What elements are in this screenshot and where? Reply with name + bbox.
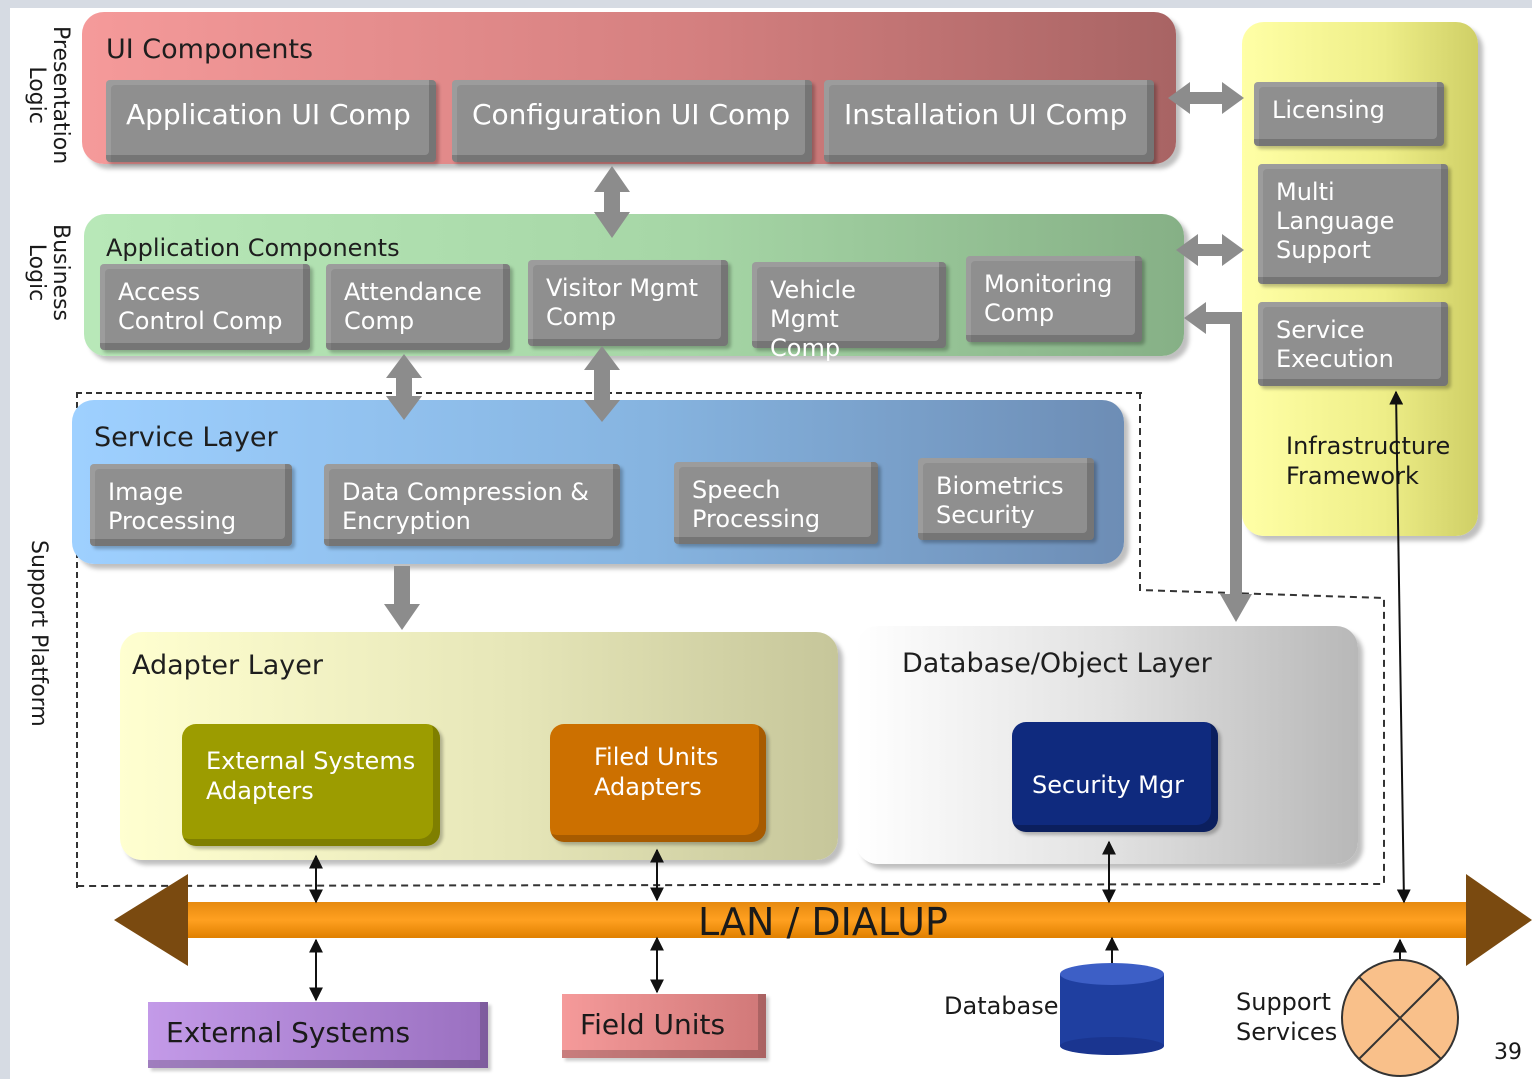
- vehicle-mgmt-line1: Vehicle Mgmt: [770, 276, 856, 333]
- application-components-title: Application Components: [106, 234, 400, 262]
- ui-components-title: UI Components: [106, 34, 314, 65]
- application-ui-comp-label: Application UI Comp: [126, 98, 411, 131]
- data-compression-encryption[interactable]: Data Compression & Encryption: [324, 464, 620, 546]
- speech-processing-line1: Speech: [692, 476, 781, 504]
- image-processing-line1: Image: [108, 478, 184, 506]
- external-adapters-line2: Adapters: [206, 777, 314, 805]
- monitoring-comp[interactable]: Monitoring Comp: [966, 256, 1142, 342]
- database-object-layer-title: Database/Object Layer: [902, 648, 1212, 679]
- support-services-icon: [1341, 959, 1459, 1077]
- lan-dialup-label: LAN / DIALUP: [698, 900, 948, 944]
- image-processing-line2: Processing: [108, 507, 237, 535]
- monitoring-line1: Monitoring: [984, 270, 1113, 298]
- configuration-ui-comp-label: Configuration UI Comp: [472, 98, 791, 131]
- service-exec-line2: Execution: [1276, 345, 1394, 373]
- field-units-label: Field Units: [580, 1008, 726, 1041]
- external-systems[interactable]: External Systems: [148, 1002, 488, 1068]
- access-control-line1: Access: [118, 278, 201, 306]
- visitor-mgmt-line2: Comp: [546, 303, 617, 331]
- multi-line3: Support: [1276, 236, 1371, 264]
- filed-units-adapters[interactable]: Filed Units Adapters: [550, 724, 766, 842]
- field-units[interactable]: Field Units: [562, 994, 766, 1058]
- multi-line1: Multi: [1276, 178, 1335, 206]
- service-layer: Service Layer Image Processing Data Comp…: [72, 400, 1124, 564]
- database-object-layer: Database/Object Layer Security Mgr: [856, 626, 1358, 864]
- access-control-line2: Control Comp: [118, 307, 283, 335]
- multi-language-support[interactable]: Multi Language Support: [1258, 164, 1448, 284]
- lan-dialup-bus: [114, 874, 1532, 966]
- biometrics-line2: Security: [936, 501, 1035, 529]
- installation-ui-comp[interactable]: Installation UI Comp: [824, 80, 1154, 162]
- licensing-label: Licensing: [1272, 96, 1385, 124]
- infrastructure-framework-title-line1: Infrastructure: [1286, 432, 1451, 460]
- database-cylinder-icon: [1060, 963, 1164, 1055]
- visitor-mgmt-comp[interactable]: Visitor Mgmt Comp: [528, 260, 728, 346]
- gray-arrows: [384, 82, 1252, 630]
- filed-adapters-line2: Adapters: [594, 773, 702, 801]
- biometrics-line1: Biometrics: [936, 472, 1064, 500]
- application-ui-comp[interactable]: Application UI Comp: [106, 80, 436, 162]
- slide-frame-top: [0, 0, 1532, 8]
- access-control-comp[interactable]: Access Control Comp: [100, 264, 310, 350]
- external-systems-adapters[interactable]: External Systems Adapters: [182, 724, 440, 846]
- biometrics-security[interactable]: Biometrics Security: [918, 458, 1094, 540]
- visitor-mgmt-line1: Visitor Mgmt: [546, 274, 699, 302]
- external-systems-label: External Systems: [166, 1016, 411, 1049]
- service-execution[interactable]: Service Execution: [1258, 302, 1448, 386]
- service-layer-title: Service Layer: [94, 422, 278, 453]
- image-processing[interactable]: Image Processing: [90, 464, 292, 546]
- data-compression-line1: Data Compression &: [342, 478, 590, 506]
- filed-adapters-line1: Filed Units: [594, 743, 719, 771]
- attendance-line1: Attendance: [344, 278, 482, 306]
- security-mgr[interactable]: Security Mgr: [1012, 722, 1218, 832]
- vehicle-mgmt-line2: Comp: [770, 334, 841, 362]
- application-components-layer: Application Components Access Control Co…: [84, 214, 1184, 362]
- support-services-label-line2: Services: [1236, 1018, 1338, 1046]
- speech-processing[interactable]: Speech Processing: [674, 462, 878, 544]
- attendance-comp[interactable]: Attendance Comp: [326, 264, 510, 350]
- database-label: Database: [944, 992, 1059, 1020]
- configuration-ui-comp[interactable]: Configuration UI Comp: [452, 80, 812, 162]
- data-compression-line2: Encryption: [342, 507, 471, 535]
- adapter-layer: Adapter Layer External Systems Adapters …: [120, 632, 838, 860]
- multi-line2: Language: [1276, 207, 1395, 235]
- service-exec-line1: Service: [1276, 316, 1365, 344]
- support-platform-boundary: [75, 392, 1385, 887]
- monitoring-line2: Comp: [984, 299, 1055, 327]
- speech-processing-line2: Processing: [692, 505, 821, 533]
- installation-ui-comp-label: Installation UI Comp: [844, 98, 1128, 131]
- page-number: 39: [1494, 1040, 1522, 1065]
- security-mgr-label: Security Mgr: [1032, 771, 1184, 799]
- attendance-line2: Comp: [344, 307, 415, 335]
- licensing[interactable]: Licensing: [1254, 82, 1444, 146]
- external-adapters-line1: External Systems: [206, 747, 416, 775]
- slide-frame-left: [0, 0, 10, 1079]
- infrastructure-framework: Licensing Multi Language Support Service…: [1242, 22, 1478, 536]
- vehicle-mgmt-comp[interactable]: Vehicle Mgmt Comp: [752, 262, 946, 362]
- ui-components-layer: UI Components Application UI Comp Config…: [82, 12, 1176, 164]
- support-services-label-line1: Support: [1236, 988, 1331, 1016]
- adapter-layer-title: Adapter Layer: [132, 650, 323, 681]
